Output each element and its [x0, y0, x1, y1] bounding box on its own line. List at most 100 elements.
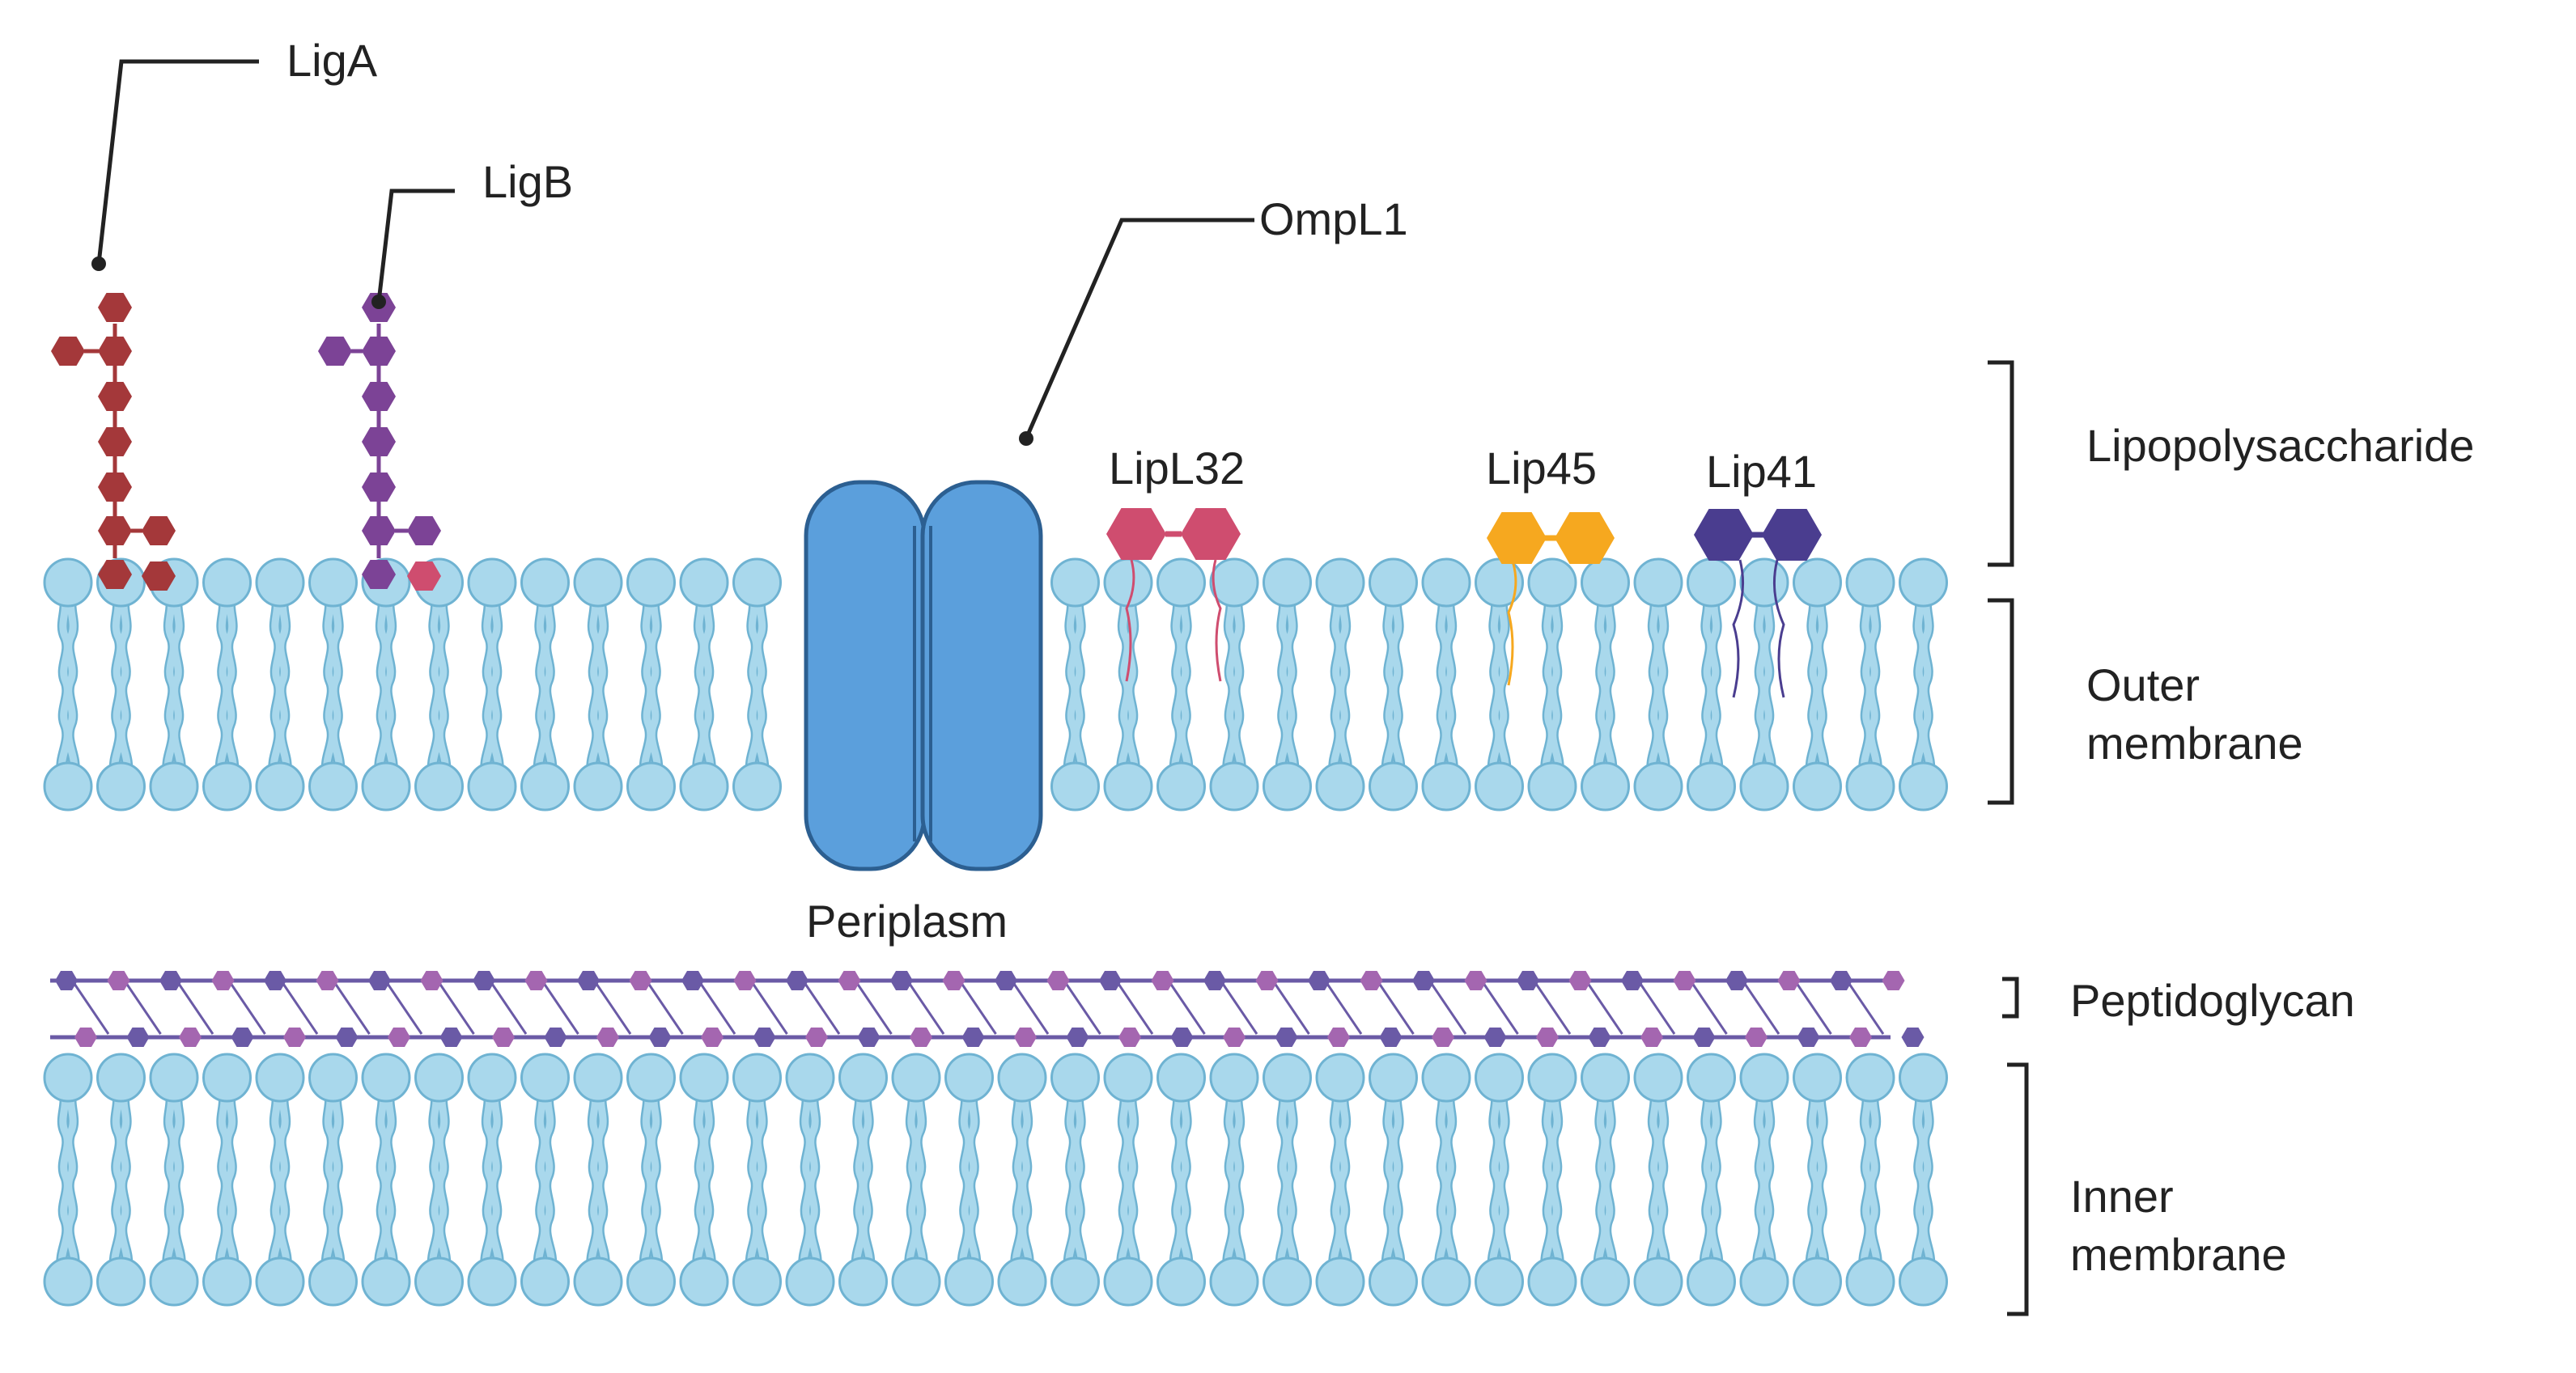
sugar-hexagon-icon [98, 293, 132, 322]
peptidoglycan-node [1464, 971, 1487, 990]
phospholipid-icon [204, 559, 251, 810]
peptidoglycan-node [1621, 971, 1644, 990]
peptidoglycan-node [701, 1028, 724, 1047]
inner-membrane-label-line2: membrane [2070, 1229, 2287, 1280]
peptidoglycan-node [629, 971, 652, 990]
peptidoglycan-node [1412, 971, 1435, 990]
phospholipid-icon [787, 1054, 834, 1305]
sugar-hexagon-icon [318, 337, 352, 366]
liga-label: LigA [286, 35, 378, 86]
link-line [1221, 983, 1258, 1035]
link-line [1012, 983, 1050, 1035]
phospholipid-icon [204, 1054, 251, 1305]
peptidoglycan-node [231, 1028, 254, 1047]
link-line [961, 983, 997, 1035]
peptidoglycan-node [648, 1028, 672, 1047]
peptidoglycan-node [1725, 971, 1748, 990]
link-line [543, 983, 579, 1035]
link-line [595, 983, 632, 1035]
peptidoglycan-node [368, 971, 391, 990]
phospholipid-icon [469, 559, 516, 810]
outer-membrane-label-line1: Outer [2086, 659, 2200, 710]
phospholipid-icon [98, 1054, 145, 1305]
lip45-lipoprotein-icon [1487, 512, 1615, 686]
leader-lines [96, 59, 1254, 440]
peptidoglycan-node [1275, 1028, 1298, 1047]
peptidoglycan-node [961, 1028, 985, 1047]
phospholipid-icon [310, 1054, 357, 1305]
phospholipid-icon [1211, 559, 1258, 810]
peptidoglycan-node [107, 971, 130, 990]
link-line [1430, 983, 1467, 1035]
liga-protein-icon [51, 293, 176, 591]
peptidoglycan-node [1170, 1028, 1194, 1047]
peptidoglycan-node [1066, 1028, 1089, 1047]
peptidoglycan-node [786, 971, 808, 990]
sugar-hexagon-icon [51, 337, 85, 366]
lipl32-lipoprotein-icon [1106, 508, 1241, 682]
phospholipid-icon [363, 559, 410, 810]
phospholipid-icon [1317, 1054, 1364, 1305]
peptidoglycan-node [733, 971, 757, 990]
peptidoglycan-node [179, 1028, 202, 1047]
phospholipid-icon [734, 1054, 781, 1305]
link-line [230, 983, 266, 1035]
peptidoglycan-node [1379, 1028, 1403, 1047]
peptidoglycan-node [857, 1028, 881, 1047]
phospholipid-icon [1370, 1054, 1417, 1305]
peptidoglycan-node [264, 971, 286, 990]
phospholipid-icon [1635, 559, 1682, 810]
phospholipid-icon [681, 1054, 728, 1305]
link-line [125, 983, 162, 1035]
peptidoglycan-node [1223, 1028, 1246, 1047]
phospholipid-icon [416, 559, 463, 810]
ompl1-porin-icon [804, 480, 1043, 871]
phospholipid-icon [575, 1054, 622, 1305]
phospholipid-icon [1529, 559, 1576, 810]
link-line [752, 983, 788, 1035]
link-line [439, 983, 475, 1035]
phospholipid-icon [257, 1054, 303, 1305]
peptidoglycan-node [1849, 1028, 1872, 1047]
peptidoglycan-node [1014, 1028, 1037, 1047]
lipopolysaccharide-label: Lipopolysaccharide [2086, 420, 2474, 471]
phospholipid-icon [1582, 559, 1629, 810]
lip41-label: Lip41 [1706, 446, 1817, 497]
right-brackets [1988, 360, 2029, 1316]
phospholipid-icon [1105, 559, 1152, 810]
phospholipid-icon [1423, 1054, 1470, 1305]
link-line [1691, 983, 1728, 1035]
peptidoglycan-node [473, 971, 495, 990]
peptidoglycan-node [1640, 1028, 1663, 1047]
link-line [1065, 983, 1101, 1035]
phospholipid-icon [522, 1054, 569, 1305]
sugar-hexagon-icon [407, 516, 441, 545]
phospholipid-icon [1847, 559, 1894, 810]
peptidoglycan-node [283, 1028, 306, 1047]
link-line [386, 983, 423, 1035]
peptidoglycan-node [1203, 971, 1226, 990]
peptidoglycan-node [492, 1028, 515, 1047]
peptidoglycan-node [126, 1028, 150, 1047]
peptidoglycan-node [577, 971, 600, 990]
peptidoglycan-node [74, 1028, 97, 1047]
peptidoglycan-node [1099, 971, 1122, 990]
peptidoglycan-node [1536, 1028, 1559, 1047]
peptidoglycan-node [1673, 971, 1696, 990]
phospholipid-icon [416, 1054, 463, 1305]
phospholipid-icon [1900, 559, 1947, 810]
peptidoglycan-node [753, 1028, 776, 1047]
phospholipid-icon [840, 1054, 887, 1305]
link-line [490, 983, 528, 1035]
peptidoglycan-node [1118, 1028, 1141, 1047]
lip41-lipoprotein-icon [1694, 509, 1822, 698]
phospholipid-icon [628, 559, 675, 810]
phospholipid-icon [151, 559, 197, 810]
link-line [1743, 983, 1780, 1035]
peptidoglycan-node [1308, 971, 1330, 990]
peptidoglycan-node [681, 971, 704, 990]
link-line [804, 983, 841, 1035]
peptidoglycan-layer [50, 971, 1925, 1047]
phospholipid-icon [98, 559, 145, 810]
